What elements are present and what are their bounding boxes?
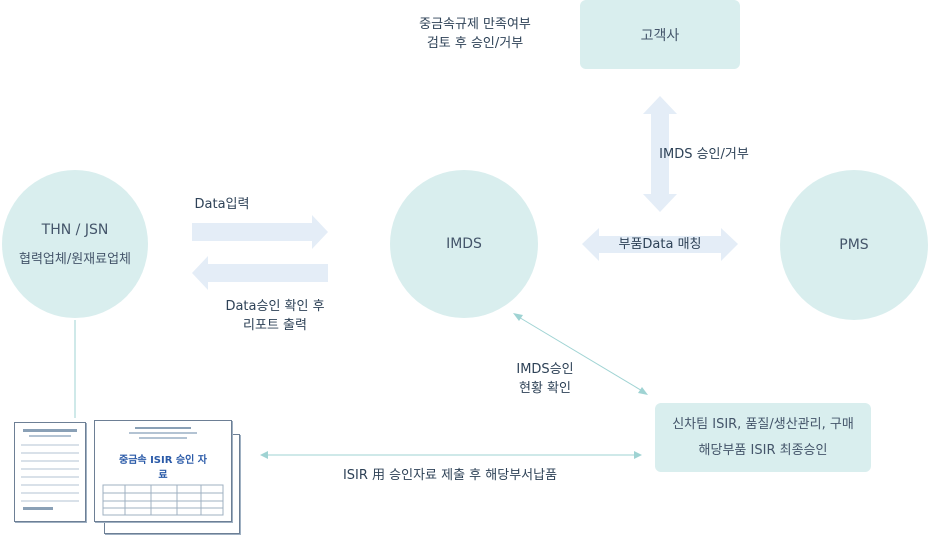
report-line2: 리포트 출력: [243, 318, 307, 333]
document-stamp-text: 중금속 ISIR 승인 자료: [119, 455, 207, 481]
isir-submit-label: ISIR 用 승인자료 제출 후 해당부서납품: [342, 468, 558, 483]
report-label: Data승인 확인 후 리포트 출력: [212, 297, 338, 335]
pms-node: PMS: [780, 170, 928, 320]
imds-approval-arrow: [643, 96, 677, 212]
customer-node: 고객사: [580, 0, 740, 69]
imds-status-label: IMDS승인 현황 확인: [500, 360, 590, 398]
imds-team-arrow: [513, 313, 648, 395]
team-node: 신차팀 ISIR, 품질/생산관리, 구매 해당부품 ISIR 최종승인: [655, 403, 871, 472]
isir-documents-image: 중금속 ISIR 승인 자료: [14, 418, 244, 534]
report-arrow: [192, 256, 328, 290]
team-line1: 신차팀 ISIR, 품질/생산관리, 구매: [672, 416, 854, 432]
team-line2: 해당부품 ISIR 최종승인: [698, 442, 828, 458]
document-page-2: 중금속 ISIR 승인 자료: [94, 420, 232, 522]
top-note: 중금속규제 만족여부 검토 후 승인/거부: [405, 15, 545, 53]
imds-node: IMDS: [390, 170, 538, 318]
pms-title: PMS: [839, 237, 869, 253]
imds-title: IMDS: [446, 236, 482, 252]
imds-approval-label: IMDS 승인/거부: [659, 147, 749, 162]
part-match-arrow: [582, 228, 738, 261]
document-page-1: [14, 422, 86, 522]
customer-title: 고객사: [640, 27, 680, 44]
top-note-line2: 검토 후 승인/거부: [426, 36, 524, 51]
imds-status-line1: IMDS승인: [516, 362, 574, 377]
supplier-title: THN / JSN: [41, 221, 109, 238]
top-note-line1: 중금속규제 만족여부: [419, 17, 531, 32]
data-input-arrow: [192, 215, 328, 249]
report-line1: Data승인 확인 후: [225, 299, 325, 314]
imds-status-line2: 현황 확인: [519, 381, 571, 396]
supplier-node: THN / JSN 협력업체/원재료업체: [2, 170, 148, 318]
supplier-subtitle: 협력업체/원재료업체: [18, 251, 132, 267]
docs-team-arrow: [260, 451, 642, 459]
data-input-label: Data입력: [194, 197, 250, 212]
part-match-label: 부품Data 매칭: [618, 237, 702, 252]
